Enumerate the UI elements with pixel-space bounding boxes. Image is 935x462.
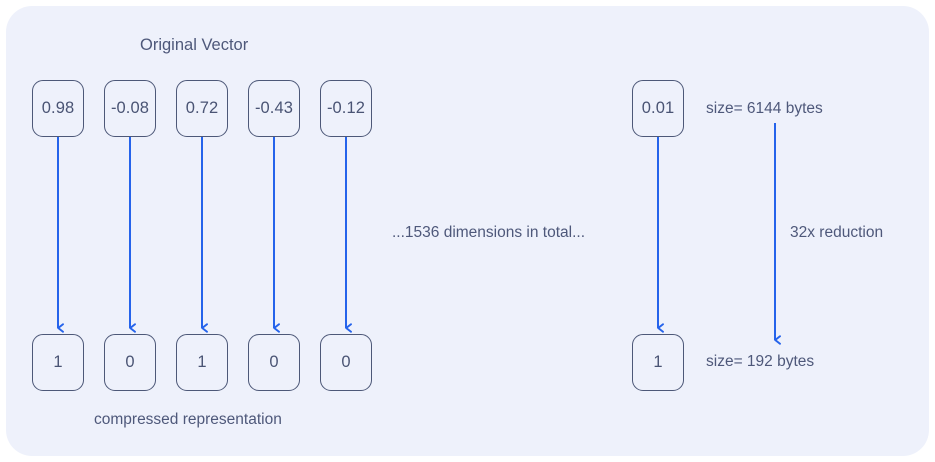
original-value-cell-last: 0.01	[632, 80, 684, 137]
original-value-cell: -0.08	[104, 80, 156, 137]
dimensions-note: ...1536 dimensions in total...	[392, 224, 586, 241]
compressed-size-label: size= 192 bytes	[706, 353, 815, 370]
page-title: Original Vector	[140, 36, 249, 54]
compressed-value-cell: 0	[104, 334, 156, 391]
compressed-value-cell: 0	[248, 334, 300, 391]
compressed-value-cell: 0	[320, 334, 372, 391]
original-value-cell: -0.43	[248, 80, 300, 137]
diagram-caption: compressed representation	[94, 411, 282, 428]
original-size-label: size= 6144 bytes	[706, 100, 823, 117]
compressed-value-cell: 1	[176, 334, 228, 391]
compressed-value-cell-last: 1	[632, 334, 684, 391]
original-value-cell: 0.98	[32, 80, 84, 137]
original-value-cell: 0.72	[176, 80, 228, 137]
reduction-note: 32x reduction	[790, 224, 884, 241]
original-value-cell: -0.12	[320, 80, 372, 137]
compressed-value-cell: 1	[32, 334, 84, 391]
